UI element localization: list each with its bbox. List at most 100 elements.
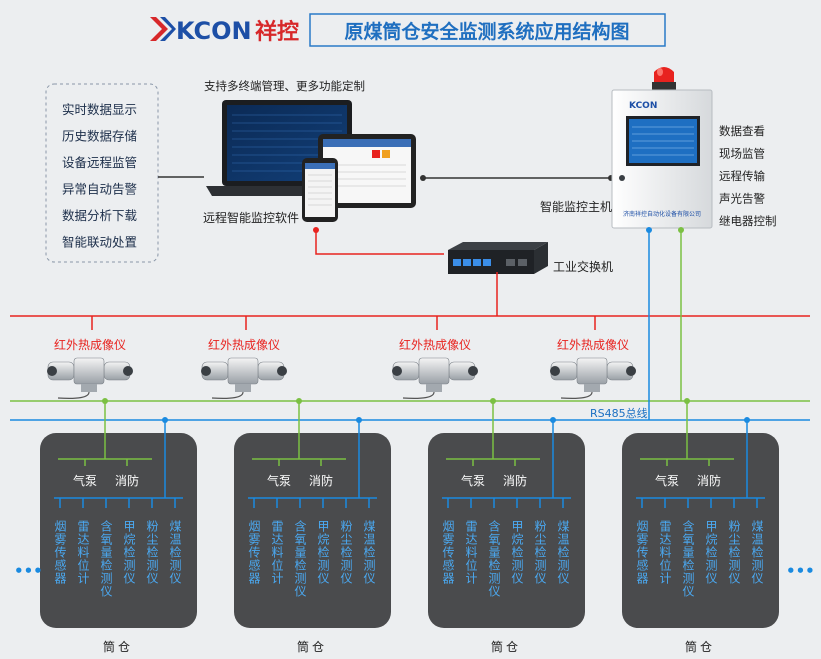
more-left: •••	[14, 562, 43, 580]
sensor-label: 烟雾传感器	[53, 520, 67, 585]
silo-label: 筒仓	[297, 639, 327, 654]
silo-label: 筒仓	[103, 639, 133, 654]
sensor-label: 煤温检测仪	[168, 520, 182, 585]
software-caption: 支持多终端管理、更多功能定制	[204, 79, 365, 93]
sensor-label: 甲烷检测仪	[510, 520, 524, 585]
sensor-label: 甲烷检测仪	[316, 520, 330, 585]
sensor-label: 粉尘检测仪	[727, 520, 741, 585]
host-function-item: 远程传输	[719, 169, 765, 183]
green-tap-dot	[684, 398, 690, 404]
silo-label: 筒仓	[685, 639, 715, 654]
feature-item: 异常自动告警	[62, 182, 137, 197]
silo-device-label: 消防	[309, 473, 333, 488]
green-tap-dot	[102, 398, 108, 404]
red-junction-dot	[313, 227, 319, 233]
silo-device-label: 消防	[503, 473, 527, 488]
title-frame	[309, 13, 666, 47]
camera-label: 红外热成像仪	[208, 337, 280, 352]
logo-mark-icon-2	[160, 17, 176, 41]
sensor-label: 煤温检测仪	[750, 520, 764, 585]
feature-item: 设备远程监管	[62, 155, 137, 170]
thermal-camera-icon	[47, 357, 133, 399]
silo-device-label: 气泵	[267, 473, 291, 488]
green-host-dot	[678, 227, 684, 233]
blue-tap-dot	[356, 417, 362, 423]
power-button-icon	[619, 175, 625, 181]
blue-tap-dot	[744, 417, 750, 423]
sensor-label: 烟雾传感器	[247, 520, 261, 585]
sensor-label: 含氧量检测仪	[487, 519, 501, 598]
silo-device-label: 消防	[115, 473, 139, 488]
silo-body	[40, 433, 197, 628]
sensor-label: 含氧量检测仪	[293, 519, 307, 598]
cabinet-brand: KCON	[629, 101, 657, 111]
silo: 气泵 消防烟雾传感器雷达料位计含氧量检测仪甲烷检测仪粉尘检测仪煤温检测仪筒仓	[234, 398, 391, 654]
silo-body	[234, 433, 391, 628]
page-title: 原煤筒仓安全监测系统应用结构图	[344, 20, 629, 43]
sensor-label: 粉尘检测仪	[533, 520, 547, 585]
logo-mark-icon	[150, 17, 168, 41]
sensor-label: 粉尘检测仪	[339, 520, 353, 585]
logo-brand-cn: 祥控	[255, 19, 299, 45]
bus-label: RS485总线	[590, 406, 648, 420]
switch-icon	[448, 242, 548, 274]
link-dot-left	[420, 175, 426, 181]
blue-bus	[10, 228, 810, 421]
silo-device-label: 气泵	[655, 473, 679, 488]
feature-item: 数据分析下载	[62, 208, 138, 223]
sensor-label: 雷达料位计	[76, 520, 90, 585]
silo: 气泵消防烟雾传感器雷达料位计含氧量检测仪甲烷检测仪粉尘检测仪煤温检测仪筒仓	[40, 398, 197, 654]
host-function-item: 声光告警	[719, 192, 765, 206]
sensor-label: 雷达料位计	[658, 520, 672, 585]
silo-device-label: 气泵	[461, 473, 485, 488]
thermal-camera-icon	[392, 357, 478, 399]
more-right: •••	[786, 562, 815, 580]
phone-icon	[302, 158, 338, 222]
blue-tap-dot	[550, 417, 556, 423]
software-label: 远程智能监控软件	[203, 210, 299, 225]
host-function-item: 数据查看	[719, 124, 765, 138]
sensor-label: 甲烷检测仪	[122, 520, 136, 585]
silo-body	[622, 433, 779, 628]
green-tap-dot	[296, 398, 302, 404]
camera-label: 红外热成像仪	[54, 337, 126, 352]
host-function-item: 现场监管	[719, 147, 765, 161]
alarm-light-icon	[652, 67, 676, 90]
silo-device-label: 气泵	[73, 473, 97, 488]
silo-device-label: 消防	[697, 473, 721, 488]
sensor-label: 雷达料位计	[464, 520, 478, 585]
green-tap-dot	[490, 398, 496, 404]
green-bus	[10, 228, 810, 402]
switch-label: 工业交换机	[553, 259, 613, 274]
red-network	[10, 228, 810, 330]
sensor-label: 雷达料位计	[270, 520, 284, 585]
feature-item: 历史数据存储	[62, 129, 137, 144]
host-label: 智能监控主机	[540, 199, 612, 214]
camera-label: 红外热成像仪	[399, 337, 471, 352]
silo-body	[428, 433, 585, 628]
feature-box	[45, 83, 159, 263]
sensor-label: 粉尘检测仪	[145, 520, 159, 585]
host-cabinet: KCON 济南祥控自动化设备有限公司	[611, 89, 713, 229]
host-function-item: 继电器控制	[719, 214, 777, 228]
blue-tap-dot	[162, 417, 168, 423]
silo-group: 气泵消防烟雾传感器雷达料位计含氧量检测仪甲烷检测仪粉尘检测仪煤温检测仪筒仓气泵消…	[40, 398, 779, 654]
blue-host-dot	[646, 227, 652, 233]
sensor-label: 煤温检测仪	[556, 520, 570, 585]
silo: 气泵消防烟雾传感器雷达料位计含氧量检测仪甲烷检测仪粉尘检测仪煤温检测仪筒仓	[622, 398, 779, 654]
sensor-label: 煤温检测仪	[362, 520, 376, 585]
logo-brand: KCON	[176, 17, 252, 45]
cabinet-footer: 济南祥控自动化设备有限公司	[623, 210, 701, 218]
logo: KCON 祥控	[150, 17, 299, 45]
thermal-camera-icon	[201, 357, 287, 399]
thermal-camera-icon	[550, 357, 636, 399]
camera-label: 红外热成像仪	[557, 337, 629, 352]
feature-item: 智能联动处置	[62, 235, 137, 250]
silo: 气泵消防烟雾传感器雷达料位计含氧量检测仪甲烷检测仪粉尘检测仪煤温检测仪筒仓	[428, 398, 585, 654]
sensor-label: 甲烷检测仪	[704, 520, 718, 585]
sensor-label: 烟雾传感器	[441, 520, 455, 585]
